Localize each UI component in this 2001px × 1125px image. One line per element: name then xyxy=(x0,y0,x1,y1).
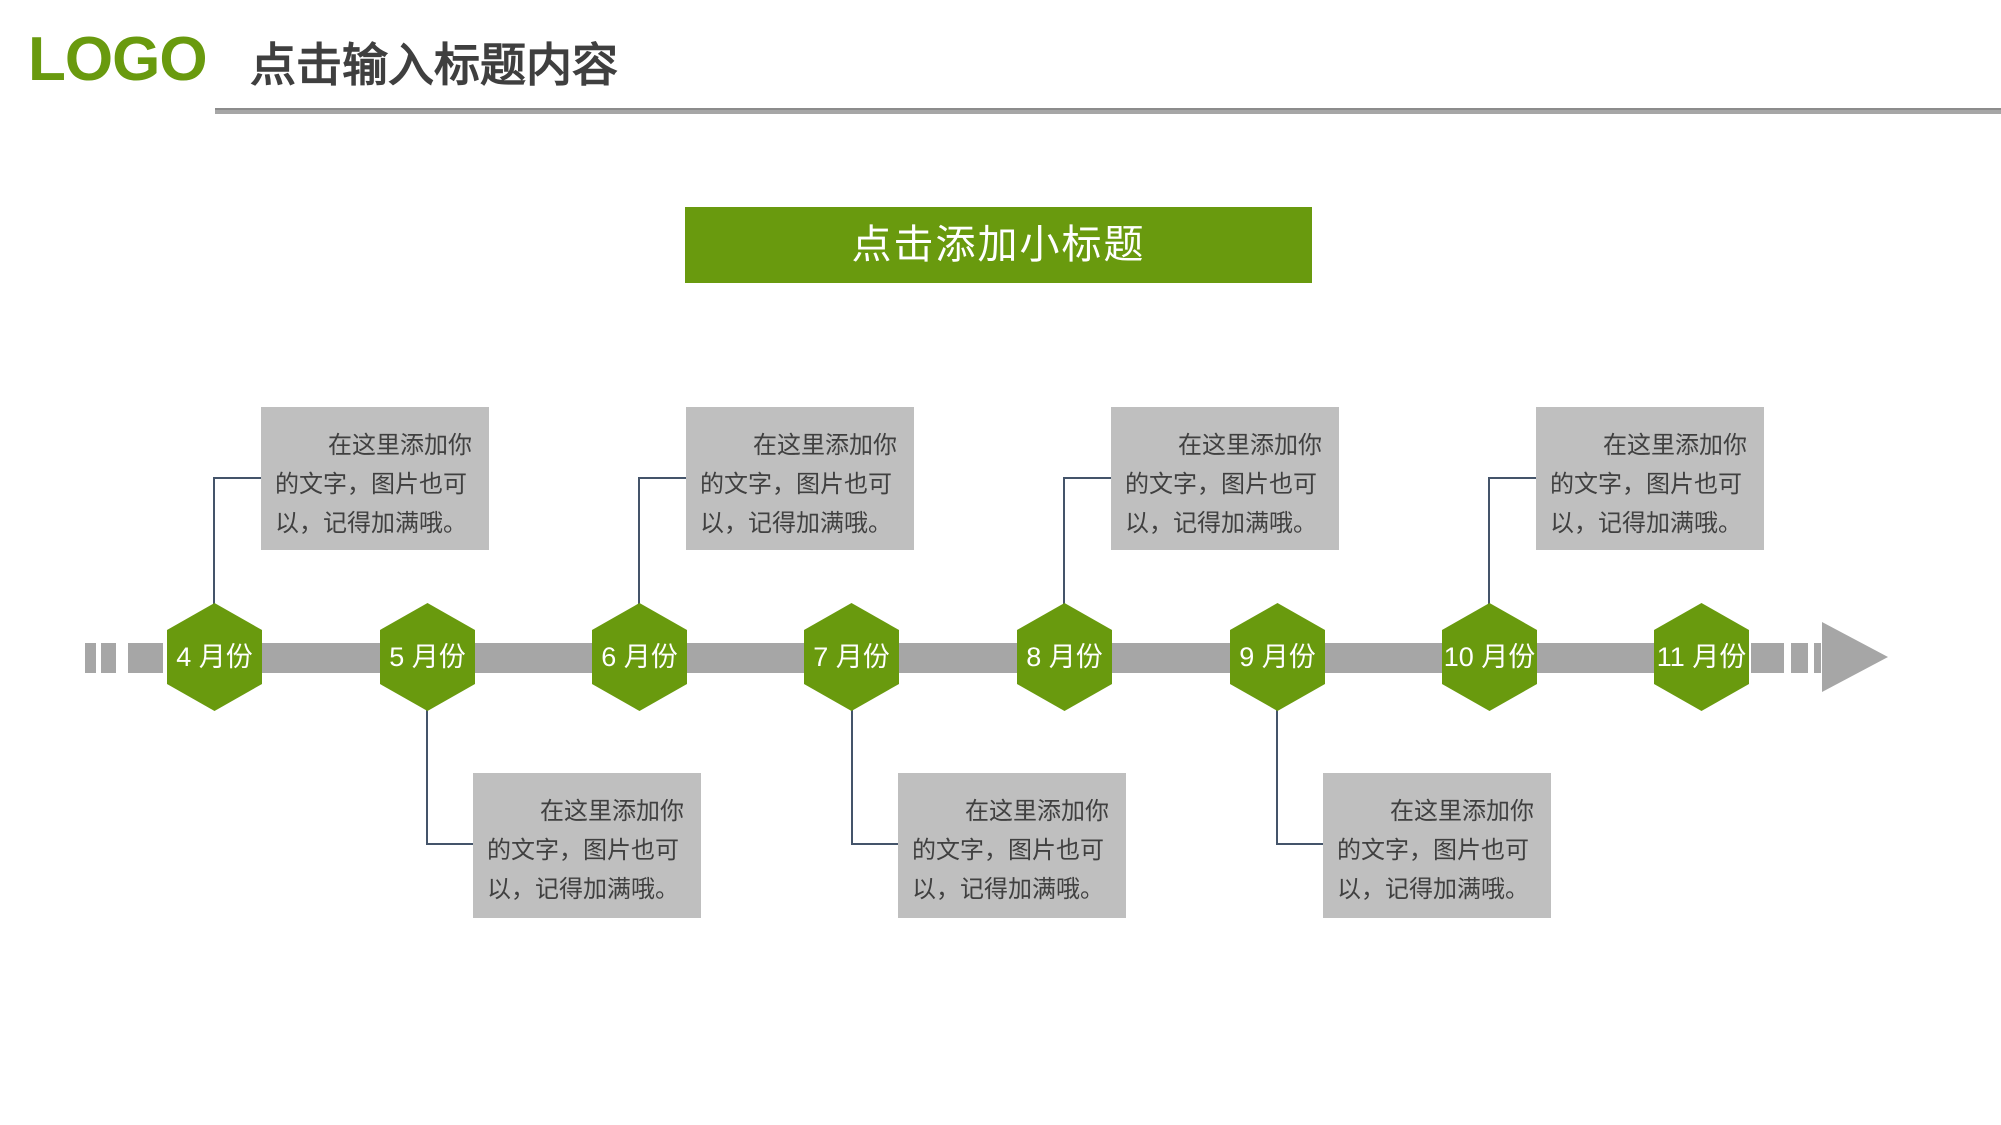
note-line: 在这里添加你 xyxy=(1390,798,1534,825)
milestone-hexagon-m4[interactable]: 4 月份 xyxy=(167,603,262,711)
connector-line xyxy=(851,843,899,845)
header-underline xyxy=(215,108,2001,114)
note-line: 在这里添加你 xyxy=(965,798,1109,825)
connector-line xyxy=(426,843,474,845)
subtitle-label: 点击添加小标题 xyxy=(851,223,1146,267)
note-line: 以，记得加满哦。 xyxy=(912,876,1104,903)
note-line: 的文字，图片也可 xyxy=(700,471,892,498)
right-arrow-icon xyxy=(1822,622,1888,692)
connector-line xyxy=(1276,710,1278,844)
note-line: 在这里添加你 xyxy=(1603,432,1747,459)
connector-line xyxy=(1488,478,1490,605)
milestone-hexagon-m5[interactable]: 5 月份 xyxy=(380,603,475,711)
note-box-m5[interactable]: 在这里添加你 的文字，图片也可 以，记得加满哦。 xyxy=(473,773,701,918)
note-line: 的文字，图片也可 xyxy=(1550,471,1742,498)
note-box-m10[interactable]: 在这里添加你 的文字，图片也可 以，记得加满哦。 xyxy=(1536,407,1764,550)
milestone-label: 6 月份 xyxy=(601,642,678,672)
note-line: 在这里添加你 xyxy=(540,798,684,825)
connector-line xyxy=(1063,477,1111,479)
milestone-hexagon-m7[interactable]: 7 月份 xyxy=(804,603,899,711)
note-line: 以，记得加满哦。 xyxy=(1337,876,1529,903)
connector-line xyxy=(1488,477,1536,479)
connector-line xyxy=(1063,478,1065,605)
connector-line xyxy=(213,477,261,479)
milestone-hexagon-m6[interactable]: 6 月份 xyxy=(592,603,687,711)
note-line: 在这里添加你 xyxy=(328,432,472,459)
logo-text[interactable]: LOGO xyxy=(28,25,208,94)
note-line: 的文字，图片也可 xyxy=(912,837,1104,864)
timeline-dash xyxy=(85,643,96,673)
milestone-hexagon-m11[interactable]: 11 月份 xyxy=(1654,603,1749,711)
connector-line xyxy=(426,710,428,844)
note-box-m7[interactable]: 在这里添加你 的文字，图片也可 以，记得加满哦。 xyxy=(898,773,1126,918)
note-line: 的文字，图片也可 xyxy=(275,471,467,498)
connector-line xyxy=(638,478,640,605)
connector-line xyxy=(638,477,686,479)
note-line: 以，记得加满哦。 xyxy=(1125,510,1317,537)
milestone-label: 11 月份 xyxy=(1656,642,1747,672)
milestone-label: 8 月份 xyxy=(1026,642,1103,672)
milestone-label: 4 月份 xyxy=(176,642,253,672)
milestone-hexagon-m8[interactable]: 8 月份 xyxy=(1017,603,1112,711)
timeline-dash xyxy=(1791,643,1808,673)
milestone-label: 7 月份 xyxy=(813,642,890,672)
note-box-m4[interactable]: 在这里添加你 的文字，图片也可 以，记得加满哦。 xyxy=(261,407,489,550)
note-line: 以，记得加满哦。 xyxy=(700,510,892,537)
connector-line xyxy=(1276,843,1324,845)
timeline-dash xyxy=(101,643,116,673)
note-box-m8[interactable]: 在这里添加你 的文字，图片也可 以，记得加满哦。 xyxy=(1111,407,1339,550)
timeline-dash xyxy=(1751,643,1784,673)
timeline-dash xyxy=(128,643,163,673)
connector-line xyxy=(213,478,215,605)
note-line: 的文字，图片也可 xyxy=(1125,471,1317,498)
note-box-m6[interactable]: 在这里添加你 的文字，图片也可 以，记得加满哦。 xyxy=(686,407,914,550)
note-line: 以，记得加满哦。 xyxy=(487,876,679,903)
milestone-label: 10 月份 xyxy=(1443,642,1536,672)
page-title[interactable]: 点击输入标题内容 xyxy=(250,39,618,91)
note-line: 的文字，图片也可 xyxy=(487,837,679,864)
note-line: 在这里添加你 xyxy=(753,432,897,459)
note-line: 的文字，图片也可 xyxy=(1337,837,1529,864)
connector-line xyxy=(851,710,853,844)
note-line: 以，记得加满哦。 xyxy=(1550,510,1742,537)
note-line: 在这里添加你 xyxy=(1178,432,1322,459)
note-line: 以，记得加满哦。 xyxy=(275,510,467,537)
milestone-hexagon-m10[interactable]: 10 月份 xyxy=(1442,603,1537,711)
milestone-label: 9 月份 xyxy=(1239,642,1316,672)
timeline-dash xyxy=(1814,643,1821,673)
milestone-hexagon-m9[interactable]: 9 月份 xyxy=(1230,603,1325,711)
subtitle-banner[interactable]: 点击添加小标题 xyxy=(685,207,1312,283)
note-box-m9[interactable]: 在这里添加你 的文字，图片也可 以，记得加满哦。 xyxy=(1323,773,1551,918)
milestone-label: 5 月份 xyxy=(389,642,466,672)
